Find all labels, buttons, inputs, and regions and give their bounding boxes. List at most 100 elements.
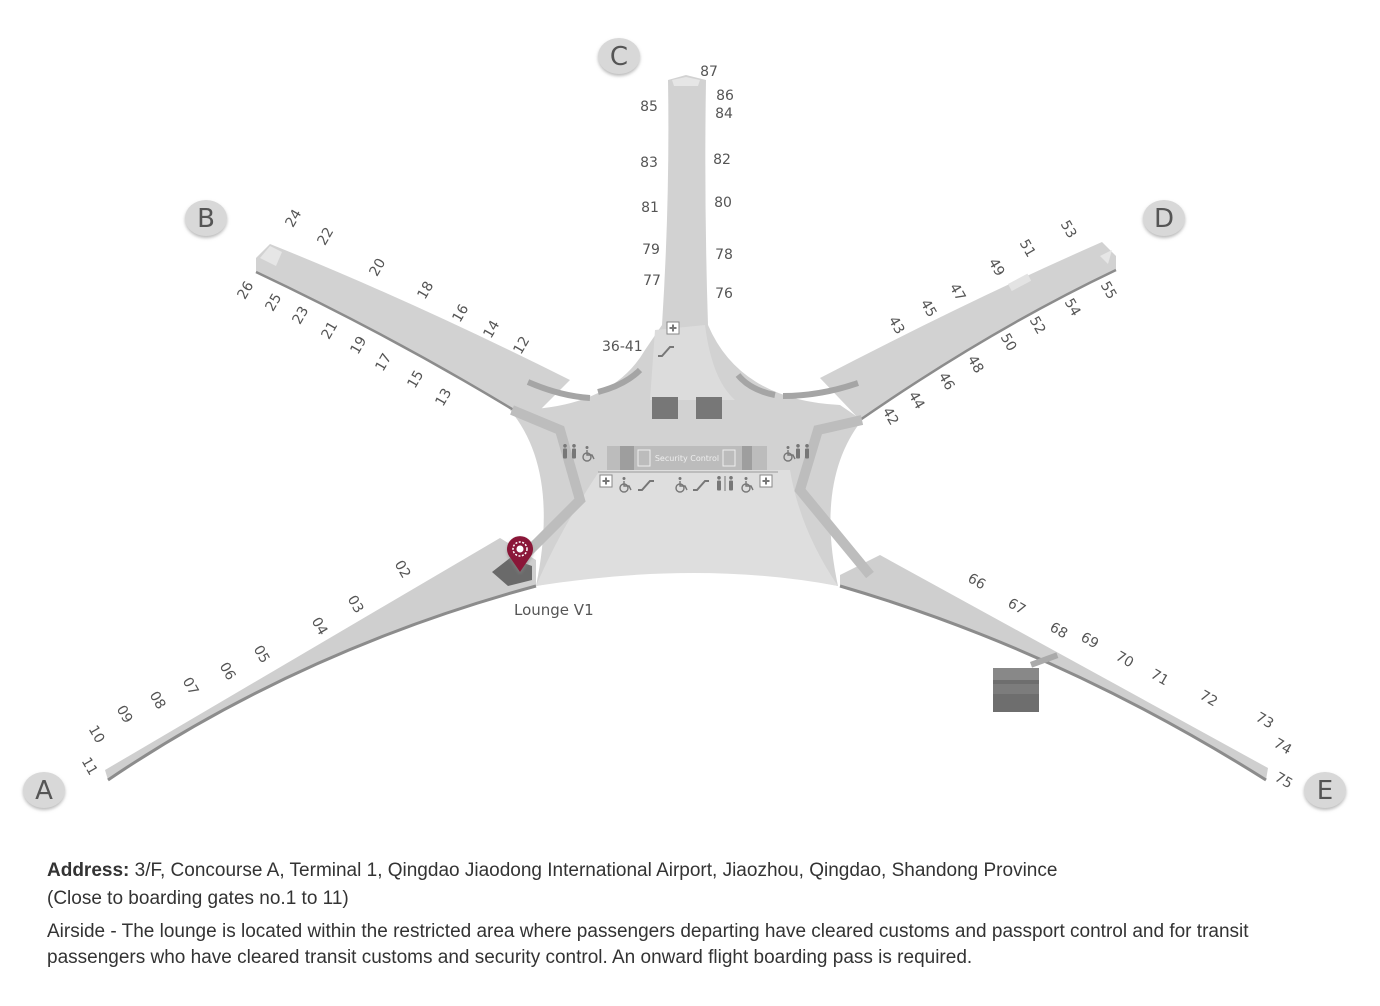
gate-label: 24 bbox=[282, 207, 305, 231]
gate-label: 17 bbox=[372, 351, 395, 374]
gate-label: 12 bbox=[510, 334, 533, 357]
gate-label: 70 bbox=[1113, 648, 1136, 671]
concourse-letter: B bbox=[197, 204, 215, 234]
concourse-marker-circle bbox=[23, 772, 65, 808]
security-control: Security Control bbox=[607, 446, 767, 470]
gate-label: 23 bbox=[289, 304, 312, 327]
gate-label: 53 bbox=[1057, 218, 1080, 241]
gate-label: 20 bbox=[366, 256, 389, 279]
concourse-a-marker: A bbox=[23, 772, 65, 808]
gate-label: 71 bbox=[1148, 666, 1171, 689]
gate-label: 42 bbox=[879, 405, 902, 428]
gate-label: 19 bbox=[347, 334, 370, 357]
gate-label: 25 bbox=[262, 291, 285, 314]
concourse-letter: D bbox=[1154, 204, 1174, 234]
lounge-info: Address: 3/F, Concourse A, Terminal 1, Q… bbox=[47, 857, 1347, 971]
gate-label: 48 bbox=[964, 353, 987, 376]
gate-label: 82 bbox=[713, 152, 731, 168]
concourse-marker-circle bbox=[1143, 200, 1185, 236]
gate-label: 55 bbox=[1097, 279, 1120, 302]
concourse-marker-circle bbox=[598, 38, 640, 74]
gate-label: 49 bbox=[985, 256, 1008, 279]
concourse-c-marker: C bbox=[598, 38, 640, 74]
gate-label: 85 bbox=[640, 99, 658, 115]
gate-label: 68 bbox=[1047, 619, 1070, 642]
gate-label: 79 bbox=[642, 242, 660, 258]
gate-label: 77 bbox=[643, 273, 661, 289]
gate-label: 04 bbox=[308, 615, 331, 639]
gate-label: 47 bbox=[946, 281, 969, 304]
gate-label: 87 bbox=[700, 64, 718, 80]
gate-label: 22 bbox=[314, 225, 337, 248]
address-text: 3/F, Concourse A, Terminal 1, Qingdao Ji… bbox=[134, 860, 1058, 881]
gate-label: 09 bbox=[113, 703, 136, 726]
gate-label: 78 bbox=[715, 247, 733, 263]
address-label: Address: bbox=[47, 860, 130, 881]
address-line: Address: 3/F, Concourse A, Terminal 1, Q… bbox=[47, 857, 1347, 885]
central-hub: Security Control bbox=[492, 321, 874, 586]
security-control-label: Security Control bbox=[655, 454, 719, 463]
concourse-marker-circle bbox=[185, 200, 227, 236]
concourse-e bbox=[839, 555, 1268, 782]
airside-note: Airside - The lounge is located within t… bbox=[47, 921, 1249, 968]
gate-label: 81 bbox=[641, 200, 659, 216]
gate-label: 80 bbox=[714, 195, 732, 211]
facility-icons bbox=[563, 321, 809, 493]
gate-label: 08 bbox=[146, 689, 169, 712]
gate-label: 51 bbox=[1016, 237, 1039, 260]
first-aid-icon bbox=[759, 474, 773, 488]
gate-label: 18 bbox=[414, 279, 437, 302]
gate-label: 02 bbox=[391, 558, 414, 581]
lounge-label: Lounge V1 bbox=[514, 601, 594, 619]
gate-label: 05 bbox=[250, 643, 273, 666]
gate-label: 74 bbox=[1271, 735, 1295, 758]
gate-label: 76 bbox=[715, 286, 733, 302]
concourse-marker-circle bbox=[1304, 772, 1346, 808]
gate-label: 46 bbox=[935, 370, 958, 394]
concourse-letter: E bbox=[1317, 776, 1333, 806]
concourse-b-marker: B bbox=[185, 200, 227, 236]
gate-label: 86 bbox=[716, 88, 734, 104]
gate-label: 16 bbox=[449, 302, 472, 326]
gate-label: 50 bbox=[997, 331, 1020, 354]
gate-label: 69 bbox=[1078, 629, 1101, 652]
gates-note: (Close to boarding gates no.1 to 11) bbox=[47, 888, 349, 909]
first-aid-icon bbox=[599, 474, 613, 488]
concourse-c bbox=[662, 75, 708, 325]
gate-label: 54 bbox=[1061, 296, 1084, 320]
gate-label: 84 bbox=[715, 106, 733, 122]
gate-label: 10 bbox=[85, 723, 108, 746]
concourse-e-marker: E bbox=[1304, 772, 1346, 808]
terminal-map: Security Control Lounge V1 36-41 A B bbox=[23, 38, 1346, 808]
gate-label: 52 bbox=[1026, 314, 1049, 337]
gate-label: 83 bbox=[640, 155, 658, 171]
concourse-b bbox=[255, 244, 570, 422]
remote-gates-label: 36-41 bbox=[602, 339, 643, 355]
gate-label: 67 bbox=[1005, 595, 1028, 618]
gate-label: 13 bbox=[432, 386, 455, 409]
gate-label: 73 bbox=[1253, 709, 1276, 732]
gate-label: 15 bbox=[404, 368, 427, 391]
building-block bbox=[993, 652, 1059, 712]
first-aid-icon bbox=[666, 321, 680, 335]
gate-label: 21 bbox=[318, 319, 341, 342]
concourse-letter: C bbox=[610, 42, 628, 72]
gate-label: 11 bbox=[78, 755, 101, 778]
gate-label: 45 bbox=[917, 297, 940, 320]
restroom-icon bbox=[717, 476, 733, 491]
gate-label: 26 bbox=[234, 279, 257, 303]
gate-label: 75 bbox=[1272, 769, 1295, 792]
gate-label: 44 bbox=[905, 389, 928, 413]
metal-detector-icon bbox=[722, 449, 736, 467]
concourse-d bbox=[820, 242, 1117, 422]
concourse-d-marker: D bbox=[1143, 200, 1185, 236]
gate-label: 06 bbox=[216, 660, 239, 684]
gate-label: 66 bbox=[965, 570, 989, 593]
gate-label: 03 bbox=[344, 593, 367, 616]
lounge-location-pin[interactable] bbox=[507, 536, 533, 572]
metal-detector-icon bbox=[637, 449, 651, 467]
concourse-a bbox=[105, 538, 537, 782]
concourse-letter: A bbox=[35, 776, 53, 806]
gate-label: 14 bbox=[480, 318, 503, 342]
gate-label: 43 bbox=[885, 314, 908, 337]
